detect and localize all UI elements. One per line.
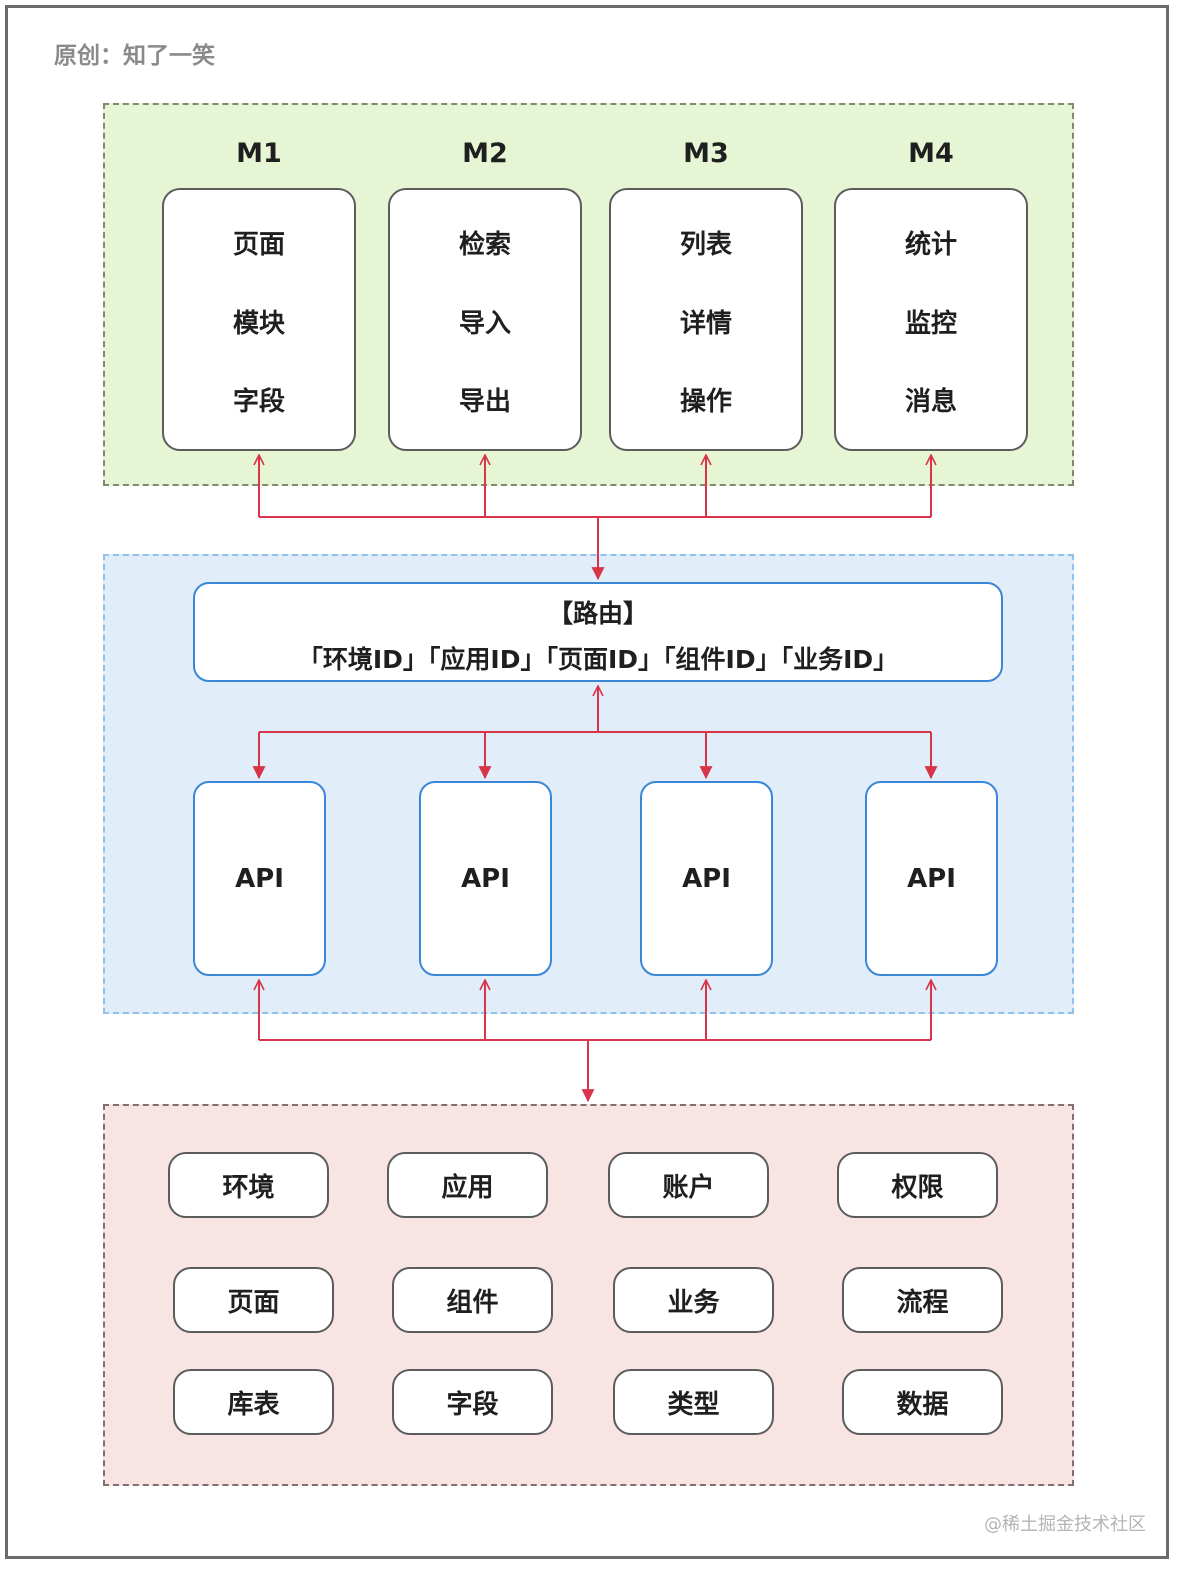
entity-box: 环境 bbox=[168, 1152, 329, 1218]
module-item: 模块 bbox=[232, 309, 285, 339]
entity-box: 页面 bbox=[173, 1267, 334, 1333]
module-item: 字段 bbox=[232, 387, 285, 417]
module-item: 列表 bbox=[679, 230, 732, 260]
module-card-m1: 页面 模块 字段 bbox=[162, 188, 356, 451]
entity-box: 应用 bbox=[387, 1152, 548, 1218]
entity-box: 账户 bbox=[608, 1152, 769, 1218]
api-card-4: API bbox=[865, 781, 998, 976]
module-item: 导出 bbox=[458, 387, 511, 417]
entity-box: 组件 bbox=[392, 1267, 553, 1333]
module-item: 消息 bbox=[904, 387, 957, 417]
api-card-3: API bbox=[640, 781, 773, 976]
module-item: 导入 bbox=[458, 309, 511, 339]
entity-box: 数据 bbox=[842, 1369, 1003, 1435]
watermark: @稀土掘金技术社区 bbox=[984, 1514, 1146, 1535]
module-card-m2: 检索 导入 导出 bbox=[388, 188, 582, 451]
entity-box: 业务 bbox=[613, 1267, 774, 1333]
entity-box: 字段 bbox=[392, 1369, 553, 1435]
entity-box: 库表 bbox=[173, 1369, 334, 1435]
module-item: 操作 bbox=[679, 387, 732, 417]
module-title-m3: M3 bbox=[683, 138, 729, 169]
api-card-1: API bbox=[193, 781, 326, 976]
module-card-m3: 列表 详情 操作 bbox=[609, 188, 803, 451]
module-item: 页面 bbox=[232, 230, 285, 260]
module-item: 检索 bbox=[458, 230, 511, 260]
entity-box: 流程 bbox=[842, 1267, 1003, 1333]
router-title: 【路由】 bbox=[547, 599, 648, 628]
diagram-frame bbox=[5, 5, 1169, 1559]
module-item: 监控 bbox=[904, 309, 957, 339]
module-title-m1: M1 bbox=[236, 138, 282, 169]
module-item: 统计 bbox=[904, 230, 957, 260]
router-ids: 「环境ID」「应用ID」「页面ID」「组件ID」「业务ID」 bbox=[297, 645, 899, 674]
module-title-m2: M2 bbox=[462, 138, 508, 169]
module-title-m4: M4 bbox=[908, 138, 954, 169]
author-label: 原创：知了一笑 bbox=[54, 43, 215, 69]
router-box: 【路由】 「环境ID」「应用ID」「页面ID」「组件ID」「业务ID」 bbox=[193, 582, 1003, 682]
module-card-m4: 统计 监控 消息 bbox=[834, 188, 1028, 451]
entity-box: 权限 bbox=[837, 1152, 998, 1218]
module-item: 详情 bbox=[679, 309, 732, 339]
api-card-2: API bbox=[419, 781, 552, 976]
entity-box: 类型 bbox=[613, 1369, 774, 1435]
